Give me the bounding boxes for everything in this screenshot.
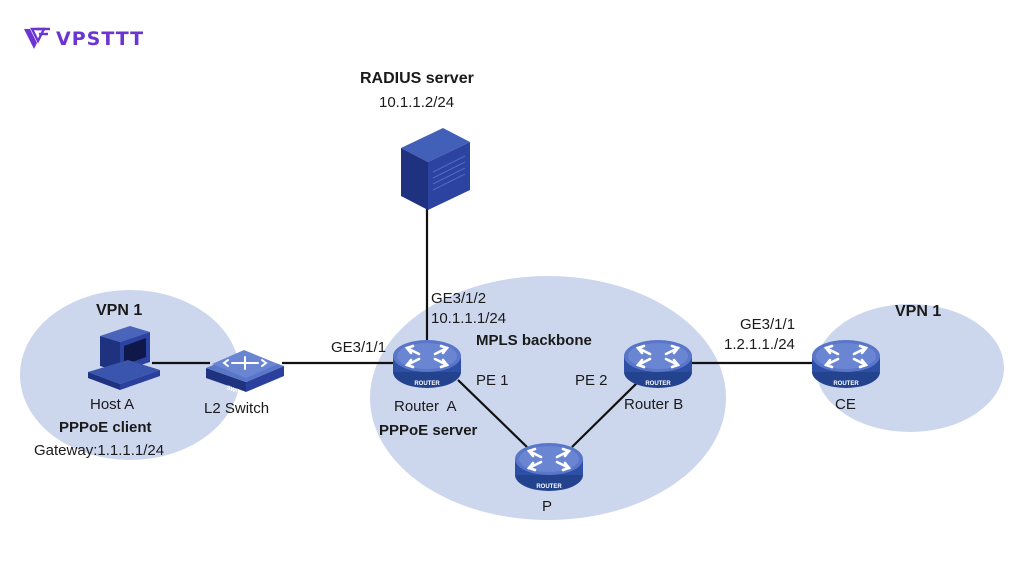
radius-server-ip: 10.1.1.2/24 [379, 94, 455, 111]
ge312-ip-label: 10.1.1.1/24 [431, 310, 507, 327]
vpn-right-label: VPN 1 [895, 303, 942, 320]
router-a-badge: ROUTER [414, 381, 440, 387]
router-p-badge: ROUTER [536, 484, 562, 490]
pppoe-client-label: PPPoE client [59, 419, 152, 436]
link-p-routerb [571, 379, 641, 448]
host-a-pc-icon [88, 326, 160, 390]
cloud-vpn-right [816, 304, 1004, 432]
ge311-right-ip-label: 1.2.1.1./24 [724, 336, 795, 353]
gateway-label: Gateway:1.1.1.1/24 [34, 442, 165, 459]
router-ce-badge: ROUTER [833, 381, 859, 387]
pe2-label: PE 2 [575, 372, 608, 389]
router-b-badge: ROUTER [645, 381, 671, 387]
pppoe-server-label: PPPoE server [379, 422, 478, 439]
radius-server-title: RADIUS server [360, 70, 474, 87]
brand-logo-icon [24, 27, 50, 49]
ce-label: CE [835, 396, 856, 413]
ge311-left-label: GE3/1/1 [331, 339, 387, 356]
ge311-right-label: GE3/1/1 [740, 316, 796, 333]
link-routera-p [457, 379, 528, 448]
radius-server-icon [401, 128, 470, 210]
l2-switch-icon [206, 350, 284, 392]
l2-switch-label: L2 Switch [204, 400, 270, 417]
brand-name: VPSTTT [56, 28, 145, 50]
vpn-left-label: VPN 1 [96, 302, 143, 319]
brand-logo: VPSTTT [22, 27, 144, 51]
host-a-label: Host A [90, 396, 135, 413]
mpls-backbone-label: MPLS backbone [476, 332, 592, 349]
ge312-label: GE3/1/2 [431, 290, 487, 307]
router-a-label: Router A [394, 398, 457, 415]
pe1-label: PE 1 [476, 372, 509, 389]
router-b-label: Router B [624, 396, 684, 413]
p-router-label: P [542, 498, 553, 515]
cloud-mpls-backbone [370, 276, 726, 520]
